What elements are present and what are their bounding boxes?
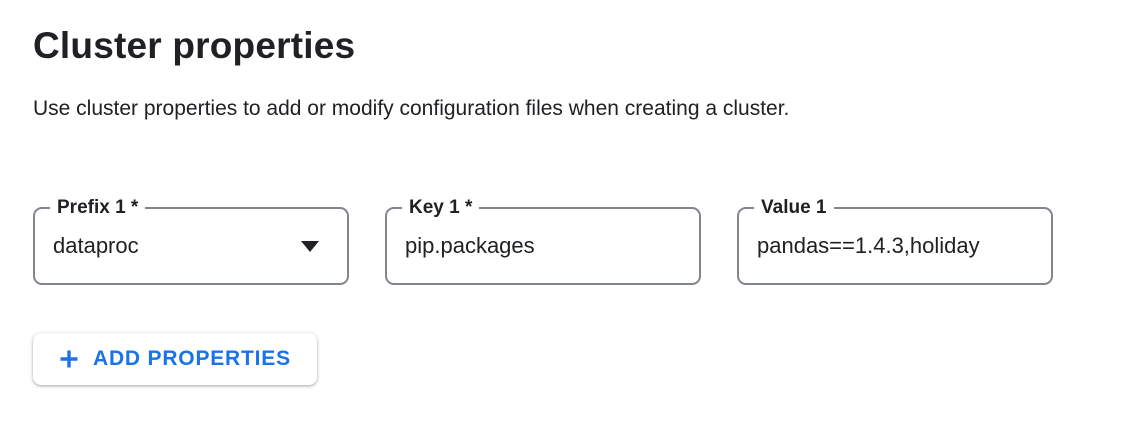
key-field-label: Key 1 *	[402, 196, 480, 220]
key-input[interactable]	[387, 209, 699, 283]
prefix-field-label: Prefix 1 *	[50, 196, 146, 220]
plus-icon	[60, 350, 78, 368]
add-properties-button[interactable]: ADD PROPERTIES	[33, 333, 317, 385]
value-field: Value 1	[737, 196, 1053, 285]
page-title: Cluster properties	[33, 25, 356, 66]
value-field-label: Value 1	[754, 196, 834, 220]
key-field: Key 1 *	[385, 196, 701, 285]
prefix-select-value: dataproc	[53, 233, 139, 258]
add-properties-label: ADD PROPERTIES	[93, 347, 291, 370]
page-description: Use cluster properties to add or modify …	[33, 97, 790, 120]
dropdown-arrow-icon[interactable]	[301, 240, 319, 252]
value-input[interactable]	[739, 209, 1051, 283]
prefix-select[interactable]: dataproc	[35, 209, 347, 283]
prefix-field: Prefix 1 * dataproc	[33, 196, 349, 285]
property-row: Prefix 1 * dataproc Key 1 * Value 1	[33, 196, 1089, 285]
